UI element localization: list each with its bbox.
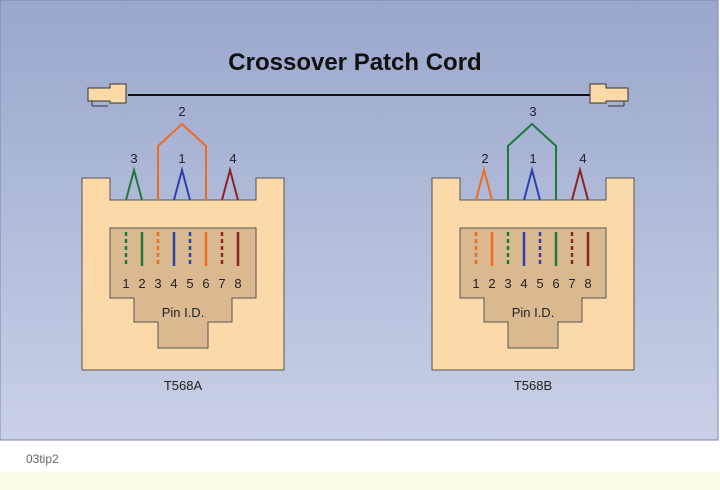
pin-number: 7 [568,276,575,291]
jack-t568b: 1 2 3 4 5 6 7 8 Pin I.D. 2 3 1 4 T568B [431,104,635,393]
pin-number: 4 [520,276,527,291]
jack-t568a: 1 2 3 4 5 6 7 8 Pin I.D. 3 2 1 4 T568A [81,104,285,393]
pin-wires [474,232,590,266]
pin-number: 1 [122,276,129,291]
pin-number: 8 [234,276,241,291]
pin-number: 2 [488,276,495,291]
standard-label: T568A [164,378,203,393]
crossover-diagram: Crossover Patch Cord [0,0,719,441]
pair-1-loop [173,166,191,201]
pair-label: 4 [579,151,586,166]
patch-cord [87,83,629,107]
pair-label: 4 [229,151,236,166]
pin-number: 3 [504,276,511,291]
pair-4-loop [221,166,239,201]
pin-block [459,227,607,349]
pair-labels: 2 3 1 4 [481,104,586,166]
pair-3-loop [125,166,143,201]
pin-number: 6 [552,276,559,291]
diagram-title: Crossover Patch Cord [228,49,481,76]
left-plug-icon [87,83,127,107]
figure-caption: 03tip2 [26,452,59,466]
pin-id-label: Pin I.D. [162,305,205,320]
pair-3-loop [507,122,557,200]
pin-number: 2 [138,276,145,291]
pair-2-loop [475,166,493,201]
pair-label: 3 [529,104,536,119]
pair-label: 2 [178,104,185,119]
pin-number: 5 [536,276,543,291]
pin-wires [124,232,240,266]
pin-number: 6 [202,276,209,291]
pair-2-loop [157,122,207,200]
pin-id-label: Pin I.D. [512,305,555,320]
bottom-strip [0,472,720,490]
pair-label: 1 [178,151,185,166]
pin-number: 5 [186,276,193,291]
pair-4-loop [571,166,589,201]
pin-number: 8 [584,276,591,291]
pin-number: 3 [154,276,161,291]
pin-number: 7 [218,276,225,291]
pair-label: 3 [130,151,137,166]
pin-number: 1 [472,276,479,291]
pair-label: 1 [529,151,536,166]
pin-numbers: 1 2 3 4 5 6 7 8 [472,276,591,291]
pair-1-loop [523,166,541,201]
pin-numbers: 1 2 3 4 5 6 7 8 [122,276,241,291]
pin-number: 4 [170,276,177,291]
pair-loops [475,122,589,201]
caption-bar [0,442,720,472]
pair-labels: 3 2 1 4 [130,104,236,166]
right-plug-icon [589,83,629,107]
standard-label: T568B [514,378,552,393]
pin-block [109,227,257,349]
pair-loops [125,122,239,201]
pair-label: 2 [481,151,488,166]
